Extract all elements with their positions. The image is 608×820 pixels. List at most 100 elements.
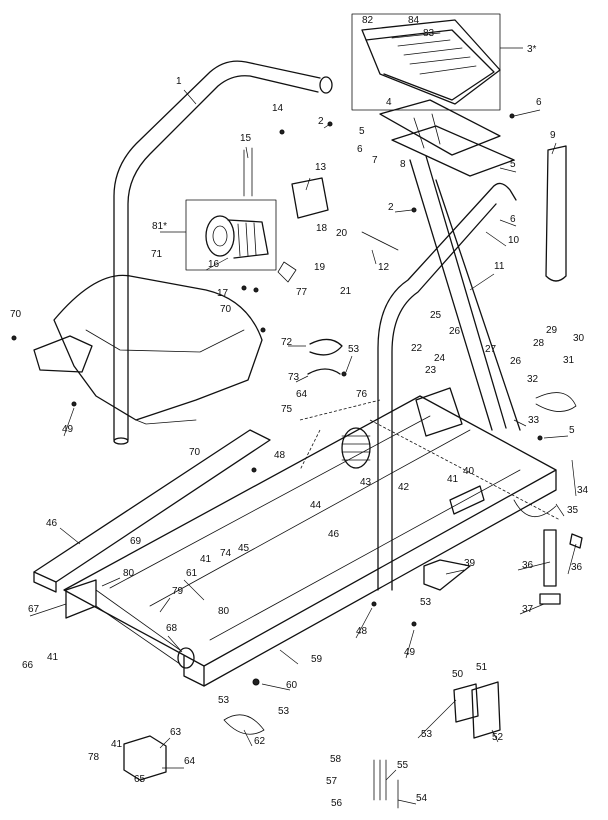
part-callout: 5 bbox=[359, 126, 365, 137]
upright-rear bbox=[435, 179, 521, 431]
part-callout: 34 bbox=[577, 485, 589, 496]
motor-hood bbox=[33, 274, 263, 425]
rear-foot-cup bbox=[513, 499, 557, 517]
part-callout: 41 bbox=[47, 652, 59, 663]
hood-ridge bbox=[85, 329, 245, 353]
part-callout: 82 bbox=[362, 15, 374, 26]
part-callout: 2 bbox=[318, 116, 324, 127]
screw-5 bbox=[537, 435, 543, 441]
part-callout: 57 bbox=[326, 776, 338, 787]
part-callout: 53 bbox=[278, 706, 290, 717]
part-callout: 71 bbox=[151, 249, 163, 260]
part-callout: 52 bbox=[492, 732, 504, 743]
console-callout-box bbox=[351, 13, 501, 111]
screw-70 bbox=[11, 335, 17, 341]
part-callout: 33 bbox=[528, 415, 540, 426]
handrail-outer bbox=[113, 60, 321, 441]
part-callout: 14 bbox=[272, 103, 284, 114]
part-callout: 17 bbox=[217, 288, 229, 299]
part-callout: 63 bbox=[170, 727, 182, 738]
part-callout: 73 bbox=[288, 372, 300, 383]
hardware-55-54 bbox=[373, 759, 399, 809]
fan-77 bbox=[277, 261, 297, 283]
part-callout: 67 bbox=[28, 604, 40, 615]
side-rail-top bbox=[33, 429, 271, 583]
part-callout: 24 bbox=[434, 353, 446, 364]
part-callout: 26 bbox=[449, 326, 461, 337]
motor-assembly bbox=[185, 147, 399, 283]
part-callout: 11 bbox=[494, 261, 505, 272]
part-callout: 6 bbox=[510, 214, 516, 225]
part-callout: 29 bbox=[546, 325, 558, 336]
part-callout: 18 bbox=[316, 223, 328, 234]
part-callout: 15 bbox=[240, 133, 252, 144]
part-callout: 75 bbox=[281, 404, 293, 415]
part-callout: 70 bbox=[10, 309, 22, 320]
part-callout: 44 bbox=[310, 500, 322, 511]
screw-49b bbox=[71, 401, 77, 407]
part-callout: 64 bbox=[184, 756, 196, 767]
part-callout: 48 bbox=[274, 450, 286, 461]
console-face bbox=[365, 29, 495, 101]
part-callout: 49 bbox=[62, 424, 74, 435]
part-callout: 45 bbox=[238, 543, 250, 554]
incline-bracket-39 bbox=[423, 559, 471, 591]
screw-2b bbox=[411, 207, 417, 213]
washer-17 bbox=[241, 285, 247, 291]
part-callout: 25 bbox=[430, 310, 442, 321]
part-callout: 41 bbox=[111, 739, 123, 750]
part-callout: 5 bbox=[510, 159, 516, 170]
console-mount-plate bbox=[391, 125, 515, 177]
part-callout: 28 bbox=[533, 338, 545, 349]
part-callout: 46 bbox=[46, 518, 58, 529]
washer-17b bbox=[253, 287, 259, 293]
part-callout: 61 bbox=[186, 568, 198, 579]
part-callout: 9 bbox=[550, 130, 556, 141]
cord-72 bbox=[309, 338, 343, 356]
part-callout: 16 bbox=[208, 259, 220, 270]
screw-53 bbox=[341, 371, 347, 377]
hood-end-cap bbox=[33, 335, 93, 373]
running-belt-edge bbox=[209, 469, 521, 641]
frame-front-rail bbox=[203, 469, 557, 687]
part-callout: 53 bbox=[348, 344, 360, 355]
part-callout: 70 bbox=[220, 304, 232, 315]
belt-strap-9 bbox=[545, 145, 567, 282]
part-callout: 72 bbox=[281, 337, 293, 348]
handrail-inner bbox=[127, 75, 319, 441]
handrail-end-cap bbox=[319, 76, 333, 94]
part-callout: 10 bbox=[508, 235, 520, 246]
belt-path bbox=[299, 399, 561, 521]
motor-mount-22 bbox=[415, 387, 463, 437]
part-callout: 19 bbox=[314, 262, 326, 273]
part-callout: 13 bbox=[315, 162, 327, 173]
part-callout: 59 bbox=[311, 654, 323, 665]
part-callout: 53 bbox=[218, 695, 230, 706]
part-63 bbox=[123, 735, 167, 781]
side-rail-end bbox=[33, 571, 57, 593]
left-side-rail bbox=[33, 429, 271, 593]
handrail bbox=[113, 60, 333, 445]
incline-legs bbox=[423, 529, 583, 605]
motor-fins bbox=[237, 222, 257, 257]
part-callout: 55 bbox=[397, 760, 409, 771]
part-callout: 35 bbox=[567, 505, 579, 516]
part-callout: 48 bbox=[356, 626, 368, 637]
part-callout: 26 bbox=[510, 356, 522, 367]
leader-lines bbox=[29, 47, 577, 805]
part-callout: 39 bbox=[464, 558, 476, 569]
rear-roller-pulley bbox=[341, 427, 371, 469]
part-callout: 81* bbox=[152, 221, 167, 232]
part-callout: 30 bbox=[573, 333, 585, 344]
console-bracket bbox=[413, 113, 441, 149]
handrail-foot bbox=[113, 437, 129, 445]
part-callout: 5 bbox=[569, 425, 575, 436]
part-callout: 83 bbox=[423, 28, 435, 39]
hood-shell bbox=[53, 274, 263, 421]
flywheel-hub bbox=[212, 225, 228, 247]
right-handrail-inner bbox=[391, 203, 497, 591]
screw-6 bbox=[509, 113, 515, 119]
part-callout: 4 bbox=[386, 97, 392, 108]
screw-48b bbox=[251, 467, 257, 473]
